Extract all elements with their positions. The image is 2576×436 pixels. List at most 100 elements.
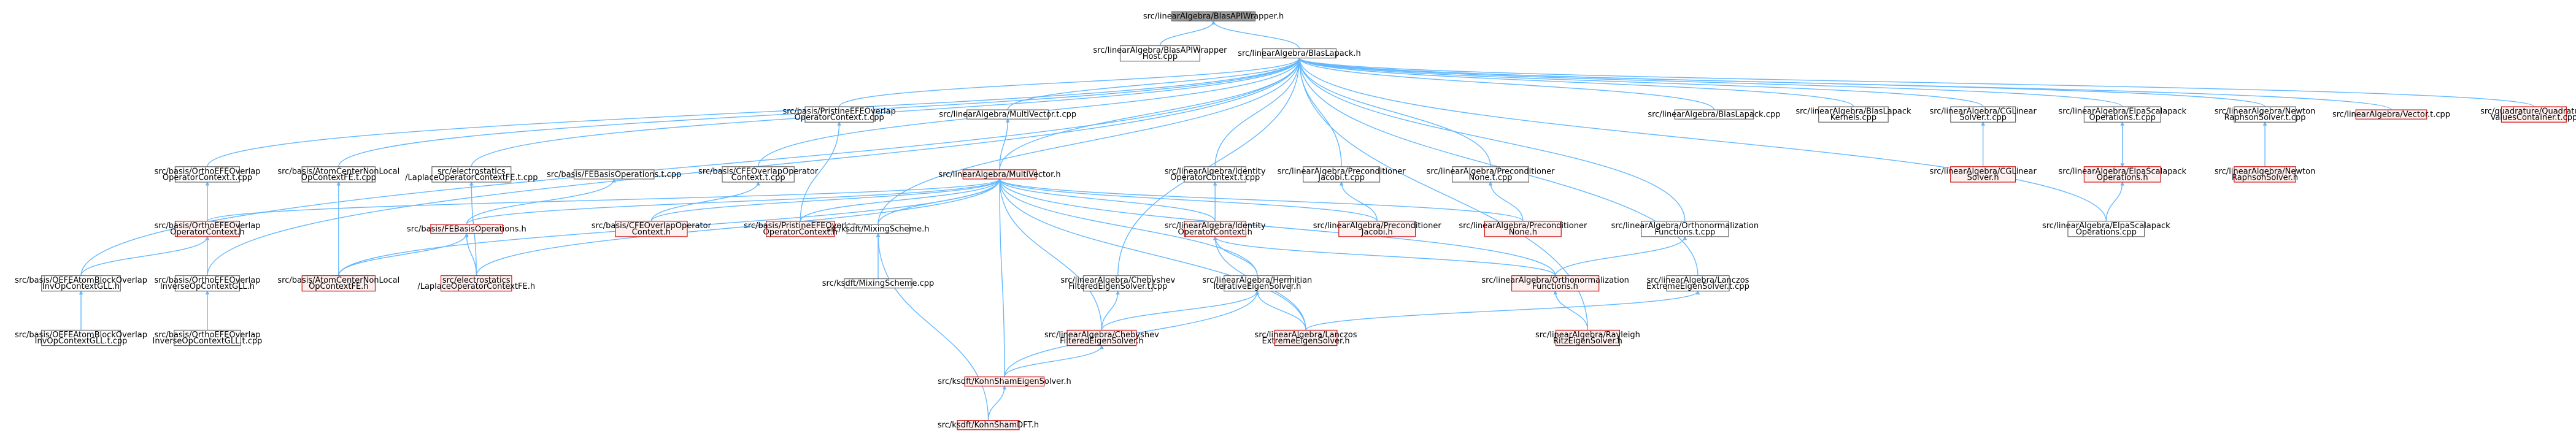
node-box <box>174 166 241 183</box>
node-label: Functions.h <box>1532 282 1578 291</box>
graph-node[interactable]: src/basis/OrthoEFEOverlapOperatorContext… <box>154 221 260 237</box>
graph-node[interactable]: src/linearAlgebra/LanczosExtremeEigenSol… <box>1646 275 1749 292</box>
dependency-edge <box>80 58 1300 276</box>
graph-node[interactable]: src/ksdft/KohnShamEigenSolver.h <box>938 376 1071 387</box>
dependency-edge <box>650 182 759 221</box>
node-box <box>1184 221 1247 237</box>
node-label: InvOpContextGLL.t.cpp <box>35 337 128 346</box>
arrowhead <box>469 181 474 186</box>
graph-node[interactable]: src/linearAlgebra/ElpaScalapackOperation… <box>2058 166 2187 183</box>
graph-node[interactable]: src/linearAlgebra/HermitianIterativeEige… <box>1202 275 1312 292</box>
graph-node[interactable]: src/quadrature/QuadratureValuesContainer… <box>2480 106 2576 123</box>
node-label: RaphsonSolver.t.cpp <box>2224 113 2306 123</box>
node-label: src/linearAlgebra/Chebyshev <box>1060 276 1175 285</box>
graph-node[interactable]: src/basis/OEFEAtomBlockOverlapInvOpConte… <box>15 275 147 292</box>
node-box <box>2234 166 2296 183</box>
dependency-edge <box>1213 20 1300 49</box>
node-label: src/linearAlgebra/Preconditioner <box>1459 221 1587 231</box>
graph-node[interactable]: src/basis/AtomCenterNonLocalOpContextFE.… <box>277 275 399 292</box>
graph-node[interactable]: src/basis/OrthoEFEOverlapOperatorContext… <box>154 166 260 183</box>
graph-node[interactable]: src/basis/OrthoEFEOverlapInverseOpContex… <box>153 329 263 346</box>
graph-node[interactable]: src/linearAlgebra/MultiVector.t.cpp <box>939 109 1076 120</box>
dependency-edge <box>999 178 1556 276</box>
node-label: OpContextFE.t.cpp <box>301 173 376 182</box>
arrowhead <box>205 181 210 186</box>
graph-node[interactable]: src/linearAlgebra/OrthonormalizationFunc… <box>1611 221 1759 237</box>
node-label: src/basis/OEFEAtomBlockOverlap <box>15 331 147 340</box>
graph-node[interactable]: src/linearAlgebra/Vector.t.cpp <box>2332 109 2450 120</box>
graph-node[interactable]: src/linearAlgebra/PreconditionerJacobi.t… <box>1278 166 1406 183</box>
node-box <box>174 275 241 292</box>
node-label: ExtremeEigenSolver.t.cpp <box>1646 282 1749 291</box>
node-label: /LaplaceOperatorContextFE.t.cpp <box>405 173 538 182</box>
dependency-edge <box>1101 291 1119 331</box>
nodes-layer: src/linearAlgebra/BlasAPIWrapper.h src/li… <box>15 11 2576 430</box>
graph-node[interactable]: src/linearAlgebra/NewtonRaphsonSolver.t.… <box>2215 106 2315 123</box>
node-box <box>1555 329 1620 346</box>
graph-node[interactable]: src/basis/AtomCenterNonLocalOpContextFE.… <box>277 166 399 183</box>
graph-node[interactable]: src/electrostatics/LaplaceOperatorContex… <box>405 166 538 183</box>
arrowhead <box>997 178 1002 183</box>
graph-node[interactable]: src/linearAlgebra/RayleighRitzEigenSolve… <box>1535 329 1640 346</box>
graph-node[interactable]: src/linearAlgebra/ElpaScalapackOperation… <box>2058 106 2187 123</box>
graph-node[interactable]: src/basis/PristineEFEOverlapOperatorCont… <box>782 106 896 123</box>
node-box <box>1184 166 1247 183</box>
graph-node[interactable]: src/ksdft/KohnShamDFT.h <box>938 420 1039 430</box>
arrowhead <box>336 181 341 186</box>
node-box <box>957 420 1020 430</box>
graph-node[interactable]: src/linearAlgebra/BlasLapack.h <box>1238 48 1361 59</box>
graph-node[interactable]: src/basis/OrthoEFEOverlapInverseOpContex… <box>154 275 260 292</box>
arrowhead <box>205 290 210 295</box>
dependency-edge <box>1305 291 1699 331</box>
graph-node[interactable]: src/basis/FEBasisOperations.h <box>407 224 526 234</box>
graph-node[interactable]: src/ksdft/MixingScheme.cpp <box>822 278 934 289</box>
node-label: src/electrostatics <box>438 167 506 176</box>
node-label: src/electrostatics <box>442 276 511 285</box>
arrowhead <box>837 121 841 126</box>
graph-node[interactable]: src/linearAlgebra/ElpaScalapackOperation… <box>2042 221 2170 237</box>
graph-node[interactable]: src/ksdft/MixingScheme.h <box>827 224 930 234</box>
node-label: src/basis/OrthoEFEOverlap <box>154 167 260 176</box>
arrowhead <box>1213 235 1217 240</box>
graph-node[interactable]: src/linearAlgebra/LanczosExtremeEigenSol… <box>1255 329 1357 346</box>
graph-node[interactable]: src/basis/FEBasisOperations.t.cpp <box>547 169 681 180</box>
node-label: Solver.t.cpp <box>1959 113 2007 123</box>
dependency-edge <box>1298 58 2535 107</box>
node-label: src/basis/AtomCenterNonLocal <box>277 276 399 285</box>
node-label: src/linearAlgebra/BlasAPIWrapper <box>1093 46 1227 55</box>
arrowhead <box>2120 181 2125 186</box>
graph-node[interactable]: src/linearAlgebra/OrthonormalizationFunc… <box>1481 275 1629 292</box>
graph-node[interactable]: src/linearAlgebra/IdentityOperatorContex… <box>1165 221 1266 237</box>
arrowhead <box>1211 20 1216 25</box>
graph-node[interactable]: src/basis/CFEOverlapOperatorContext.t.cp… <box>698 166 819 183</box>
node-box <box>1452 166 1530 183</box>
graph-node[interactable]: src/basis/PristineEFEOverlapOperatorCont… <box>744 221 857 237</box>
node-label: src/linearAlgebra/BlasLapack <box>1795 107 1911 117</box>
graph-node[interactable]: src/linearAlgebra/ChebyshevFilteredEigen… <box>1044 329 1159 346</box>
node-label: src/linearAlgebra/Hermitian <box>1202 276 1312 285</box>
dependency-edge <box>476 178 1000 276</box>
node-label: OperatorContext.t.cpp <box>795 113 884 123</box>
node-label: Operations.h <box>2097 173 2148 182</box>
dependency-edge <box>999 178 1103 331</box>
graph-node[interactable]: src/linearAlgebra/MultiVector.h <box>938 169 1061 180</box>
node-label: src/linearAlgebra/Preconditioner <box>1313 221 1442 231</box>
graph-node[interactable]: src/linearAlgebra/ChebyshevFilteredEigen… <box>1060 275 1175 292</box>
dependency-edge <box>1007 58 1300 110</box>
graph-node[interactable]: src/linearAlgebra/BlasAPIWrapper.h <box>1143 11 1284 21</box>
graph-node[interactable]: src/electrostatics/LaplaceOperatorContex… <box>417 275 535 292</box>
graph-node[interactable]: src/linearAlgebra/IdentityOperatorContex… <box>1165 166 1266 183</box>
graph-node[interactable]: src/linearAlgebra/PreconditionerNone.t.c… <box>1427 166 1556 183</box>
graph-node[interactable]: src/linearAlgebra/BlasLapack.cpp <box>1648 109 1780 120</box>
node-box <box>573 169 655 180</box>
dependency-edge <box>466 178 1000 225</box>
graph-node[interactable]: src/basis/OEFEAtomBlockOverlapInvOpConte… <box>15 329 147 346</box>
